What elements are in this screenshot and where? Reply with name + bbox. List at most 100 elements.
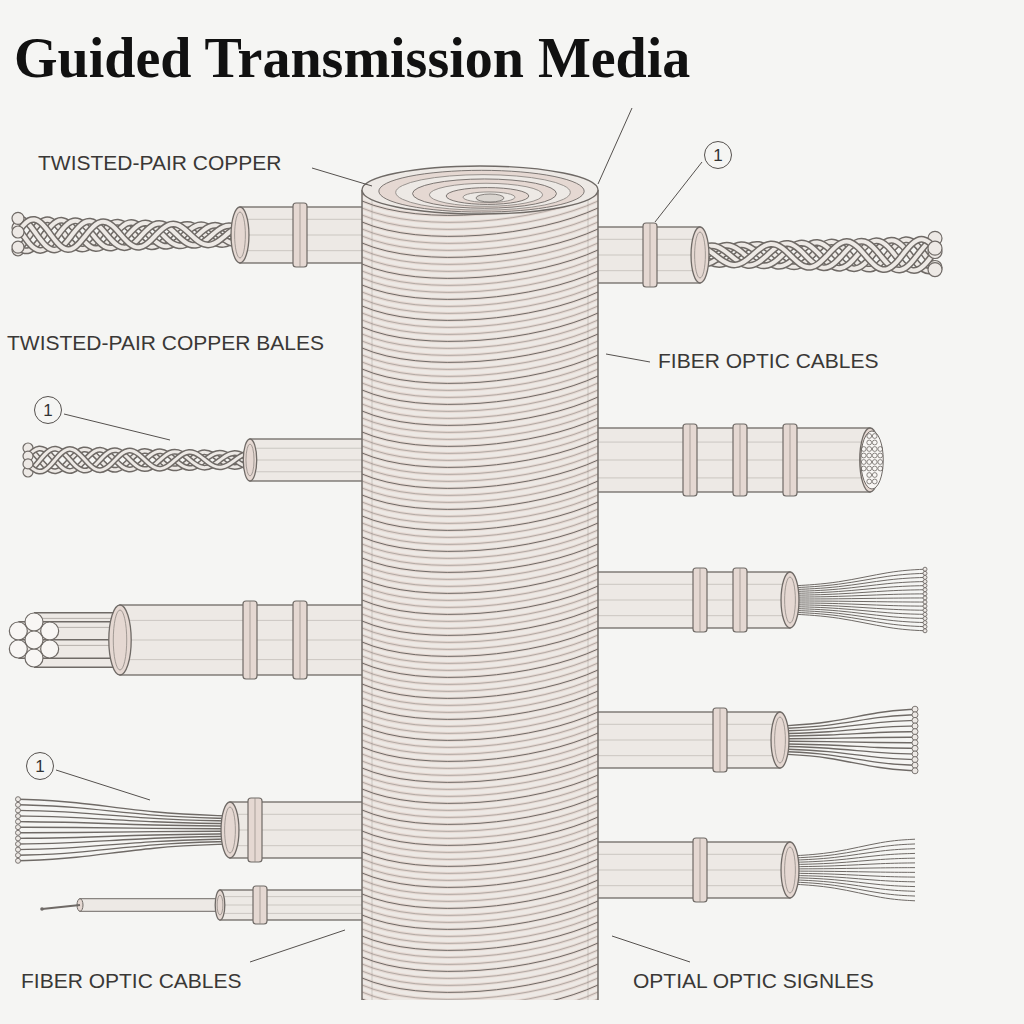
- cable-ring: [250, 601, 251, 679]
- coil-strand: [362, 985, 598, 1000]
- coil-edge: [597, 190, 599, 1000]
- coil-strand: [362, 614, 598, 642]
- twisted-wire: [28, 449, 250, 472]
- coil-strand: [362, 488, 598, 516]
- optical-fiber: [18, 799, 230, 816]
- fiber-face: [861, 431, 884, 489]
- coil-strand: [362, 922, 598, 950]
- twisted-wire: [18, 218, 240, 250]
- coil-strand: [362, 971, 598, 999]
- jacket-shading: [580, 870, 790, 871]
- coil-top-turn: [413, 179, 557, 208]
- fiber-core: [872, 466, 877, 471]
- fiber-core: [872, 447, 877, 452]
- twisted-wire: [700, 239, 935, 269]
- coil-strand: [362, 824, 598, 852]
- cable-ring: [733, 424, 747, 496]
- jacket-end: [246, 444, 254, 476]
- leader-line: [250, 930, 345, 962]
- wire-end: [928, 263, 942, 277]
- coil-strand: [362, 768, 598, 796]
- fiber-end: [16, 847, 21, 852]
- cable-ring: [693, 838, 707, 902]
- coil-strand: [362, 397, 598, 425]
- coil-strand: [362, 299, 598, 327]
- jacket-shading: [220, 905, 380, 906]
- wire-end: [928, 241, 942, 255]
- coil-top-turn: [446, 188, 529, 205]
- cable-ring: [650, 223, 651, 287]
- callout-number: 1: [35, 758, 44, 775]
- leader-line: [56, 770, 150, 800]
- fiber-end: [912, 729, 918, 735]
- jacket-end: [109, 605, 131, 675]
- coil-strand: [362, 313, 598, 341]
- coil-edge: [361, 190, 363, 1000]
- coil-strand: [362, 586, 598, 614]
- cable-ring: [740, 568, 741, 632]
- fiber-core: [872, 473, 877, 478]
- coil-top-turn: [396, 175, 571, 211]
- coil-strand: [362, 789, 598, 817]
- coil-top-turn: [379, 170, 584, 212]
- coil-strand: [362, 551, 598, 579]
- part-label: FIBER OPTIC CABLES: [655, 348, 882, 373]
- coil-strand: [362, 432, 598, 460]
- optical-fiber: [780, 720, 915, 731]
- coil-strand: [362, 215, 598, 243]
- jacket-end: [695, 232, 706, 278]
- optical-fiber: [790, 586, 925, 594]
- coil-strand: [362, 250, 598, 278]
- stranded-cable: [9, 601, 380, 679]
- coil-strand: [362, 572, 598, 600]
- cable-ring: [243, 601, 257, 679]
- coil-strand: [362, 278, 598, 306]
- fiber-end: [912, 762, 918, 768]
- coil-strand: [362, 768, 598, 796]
- coil-strand: [362, 817, 598, 845]
- coil-strand: [362, 488, 598, 516]
- fiber-end: [923, 625, 927, 629]
- connector-pin: [42, 905, 80, 909]
- rod-end: [9, 640, 27, 658]
- fiber-end: [923, 608, 927, 612]
- optical-fiber: [780, 751, 915, 765]
- coil-strand: [362, 411, 598, 439]
- coil-strand: [362, 866, 598, 894]
- coil-strand: [362, 656, 598, 684]
- fiber-core: [861, 447, 866, 452]
- cable-ring: [683, 424, 697, 496]
- coil-strand: [362, 299, 598, 327]
- wire-end: [12, 226, 24, 238]
- coil-strand: [362, 915, 598, 943]
- coil-strand: [362, 271, 598, 299]
- cable-jacket: [220, 890, 380, 920]
- coil-strand: [362, 600, 598, 628]
- optical-fiber: [790, 610, 925, 622]
- fiber-core: [867, 440, 872, 445]
- coil-strand: [362, 761, 598, 789]
- connector-body: [80, 899, 220, 912]
- coil-strand: [362, 866, 598, 894]
- jacket-end: [217, 895, 223, 915]
- coil-strand: [362, 404, 598, 432]
- jacket-shading: [580, 885, 790, 886]
- coil-strand: [362, 964, 598, 992]
- twisted-wire: [28, 448, 250, 471]
- optical-fiber: [790, 598, 925, 599]
- cable-jacket: [250, 439, 380, 481]
- jacket-shading: [240, 219, 380, 220]
- coil-strand: [362, 453, 598, 481]
- coil-strand: [362, 971, 598, 999]
- coil-strand: [362, 992, 598, 1000]
- jacket-end: [781, 842, 799, 898]
- coil-strand: [362, 740, 598, 768]
- fiber-end: [923, 588, 927, 592]
- jacket-shading: [580, 600, 790, 601]
- fiber-end: [16, 808, 21, 813]
- coil-strand: [362, 733, 598, 761]
- jacket-end: [231, 207, 249, 263]
- coil-strand: [362, 572, 598, 600]
- coil-strand: [362, 509, 598, 537]
- callout-number: 1: [43, 402, 52, 419]
